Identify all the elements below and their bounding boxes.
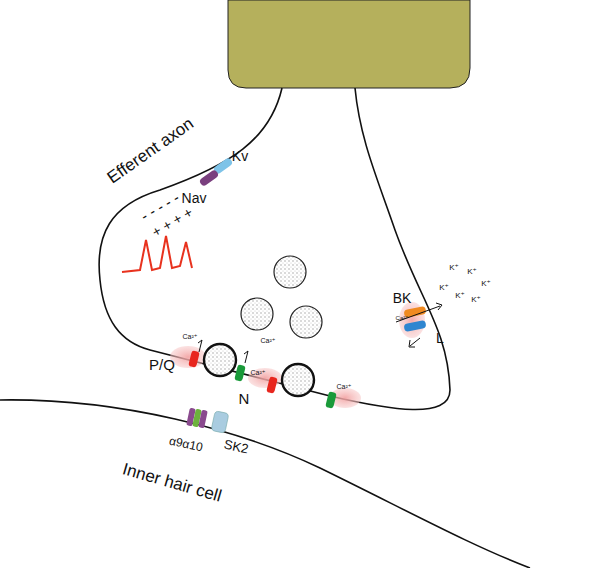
structure-label: Inner hair cell xyxy=(121,460,224,504)
a9a10-receptor xyxy=(198,410,208,429)
calcium-arrow xyxy=(244,351,248,363)
ion-label: K⁺ xyxy=(471,296,481,304)
receptor-label: α9α10 xyxy=(168,435,204,454)
pq-channel xyxy=(266,376,278,393)
channel-label: N xyxy=(239,391,250,406)
docked-vesicle xyxy=(204,344,236,376)
pq-channel xyxy=(188,350,200,367)
ion-label: K⁺ xyxy=(439,284,449,292)
ion-label: Ca²⁺ xyxy=(396,315,409,321)
vesicle xyxy=(290,306,322,338)
channel-label: Kv xyxy=(232,149,248,163)
hair-cell-membrane xyxy=(0,400,530,568)
ion-label: K⁺ xyxy=(481,280,491,288)
channel-label: L xyxy=(436,331,444,345)
channel-label: BK xyxy=(393,291,412,305)
bouton-membrane xyxy=(99,88,450,410)
ion-label: K⁺ xyxy=(455,292,465,300)
calcium-arrow xyxy=(409,338,420,347)
docked-vesicle xyxy=(282,364,314,396)
axon-terminal xyxy=(228,0,470,88)
nav-channel xyxy=(199,169,220,187)
sk2-channel xyxy=(211,411,229,433)
channel-label: P/Q xyxy=(149,357,175,372)
ion-label: Ca²⁺ xyxy=(337,383,352,390)
l-channel xyxy=(403,320,426,332)
ion-label: K⁺ xyxy=(449,264,459,272)
ion-label: Ca²⁺ xyxy=(261,337,276,344)
calcium-arrow xyxy=(198,340,202,352)
calcium-domain xyxy=(248,368,282,388)
channel-label: Nav xyxy=(182,191,207,205)
vesicle xyxy=(274,256,306,288)
ion-label: K⁺ xyxy=(467,268,477,276)
potassium-arrow xyxy=(396,303,442,322)
n-channel xyxy=(234,364,246,381)
vesicle xyxy=(241,298,273,330)
action-potential xyxy=(122,236,192,272)
structure-label: Efferent axon xyxy=(104,114,196,186)
ion-label: Ca²⁺ xyxy=(251,369,266,376)
channel-label: SK2 xyxy=(223,437,250,455)
n-channel xyxy=(325,391,337,408)
ion-label: Ca²⁺ xyxy=(183,333,198,340)
calcium-domain xyxy=(170,346,206,368)
